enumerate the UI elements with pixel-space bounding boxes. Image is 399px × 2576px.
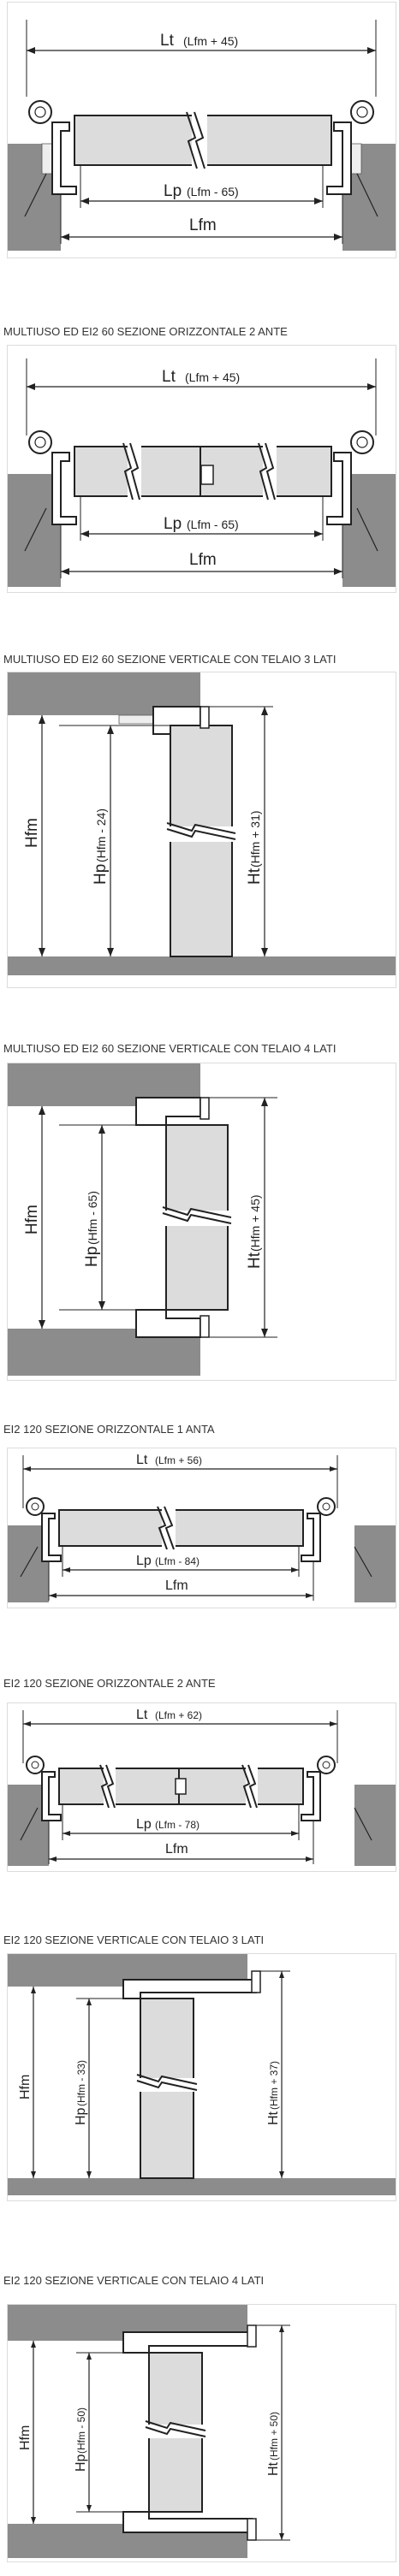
hp-label: Hp [92,864,110,885]
hp-formula: (Hfm - 65) [86,1191,99,1245]
diagram-ei2-120-2-ante: Lt (Lfm + 62) Lp [7,1703,396,1872]
lt-formula: (Lfm + 62) [155,1709,202,1721]
hp-formula: (Hfm - 24) [94,808,108,862]
ht-label: Ht [246,1252,264,1269]
lp-formula: (Lfm - 78) [155,1819,200,1831]
hp-label: Hp [74,2454,88,2472]
diagram-ei2-120-vertical-3-lati: Hfm Hp (Hfm - 33) Ht (Hfm + 37) [7,1953,396,2201]
hp-formula: (Hfm - 33) [75,2060,87,2106]
ht-formula: (Hfm + 45) [248,1194,262,1252]
section-caption: EI2 120 SEZIONE ORIZZONTALE 1 ANTA [3,1423,215,1436]
diagram-horizontal-2-ante: Lt (Lfm + 45) Lp [7,345,396,593]
hp-label: Hp [74,2107,88,2125]
lt-label: Lt [136,1708,148,1722]
section-caption: MULTIUSO ED EI2 60 SEZIONE VERTICALE CON… [3,653,336,666]
diagram-ei2-120-vertical-4-lati: Hfm Hp (Hfm - 50) Ht (Hfm + 50) [7,2304,396,2562]
hfm-label: Hfm [18,2075,33,2099]
lfm-label: Lfm [189,216,217,234]
ht-label: Ht [266,2111,281,2125]
section-caption: EI2 120 SEZIONE VERTICALE CON TELAIO 4 L… [3,2274,265,2287]
ht-formula: (Hfm + 31) [248,810,262,868]
hp-label: Hp [83,1247,101,1267]
lt-formula: (Lfm + 45) [183,34,238,48]
section-caption: EI2 120 SEZIONE VERTICALE CON TELAIO 3 L… [3,1933,265,1946]
lfm-label: Lfm [165,1842,188,1856]
lt-label: Lt [136,1453,148,1467]
diagram-ei2-120-1-anta: Lt (Lfm + 56) Lp (Lfm - 84) [7,1448,396,1608]
ht-formula: (Hfm + 50) [268,2412,280,2461]
ht-label: Ht [266,2461,281,2476]
lt-formula: (Lfm + 56) [155,1454,202,1466]
ht-label: Ht [246,868,264,885]
lp-formula: (Lfm - 65) [187,518,239,531]
lt-label: Lt [160,32,175,50]
diagram-horizontal-1-anta: Lt (Lfm + 45) [7,2,396,258]
lt-label: Lt [162,368,176,386]
lp-formula: (Lfm - 84) [155,1555,200,1567]
lfm-label: Lfm [165,1578,188,1593]
hp-formula: (Hfm - 50) [75,2407,87,2454]
lfm-label: Lfm [189,551,217,569]
lp-label: Lp [136,1554,152,1568]
hfm-label: Hfm [23,1205,41,1235]
section-caption: EI2 120 SEZIONE ORIZZONTALE 2 ANTE [3,1677,216,1690]
diagram-vertical-3-lati: Hfm Hp (Hfm - 24) Ht (Hfm + 31) [7,672,396,988]
section-caption: MULTIUSO ED EI2 60 SEZIONE ORIZZONTALE 2… [3,325,288,338]
lp-label: Lp [164,515,182,533]
section-caption: MULTIUSO ED EI2 60 SEZIONE VERTICALE CON… [3,1042,336,1055]
lp-label: Lp [164,182,182,200]
lt-formula: (Lfm + 45) [185,370,240,384]
hfm-label: Hfm [18,2425,33,2450]
diagram-vertical-4-lati: Hfm Hp (Hfm - 65) Ht (Hfm + 45) [7,1063,396,1381]
lp-formula: (Lfm - 65) [187,185,239,198]
hfm-label: Hfm [23,818,41,848]
lp-label: Lp [136,1817,152,1832]
ht-formula: (Hfm + 37) [268,2061,280,2110]
